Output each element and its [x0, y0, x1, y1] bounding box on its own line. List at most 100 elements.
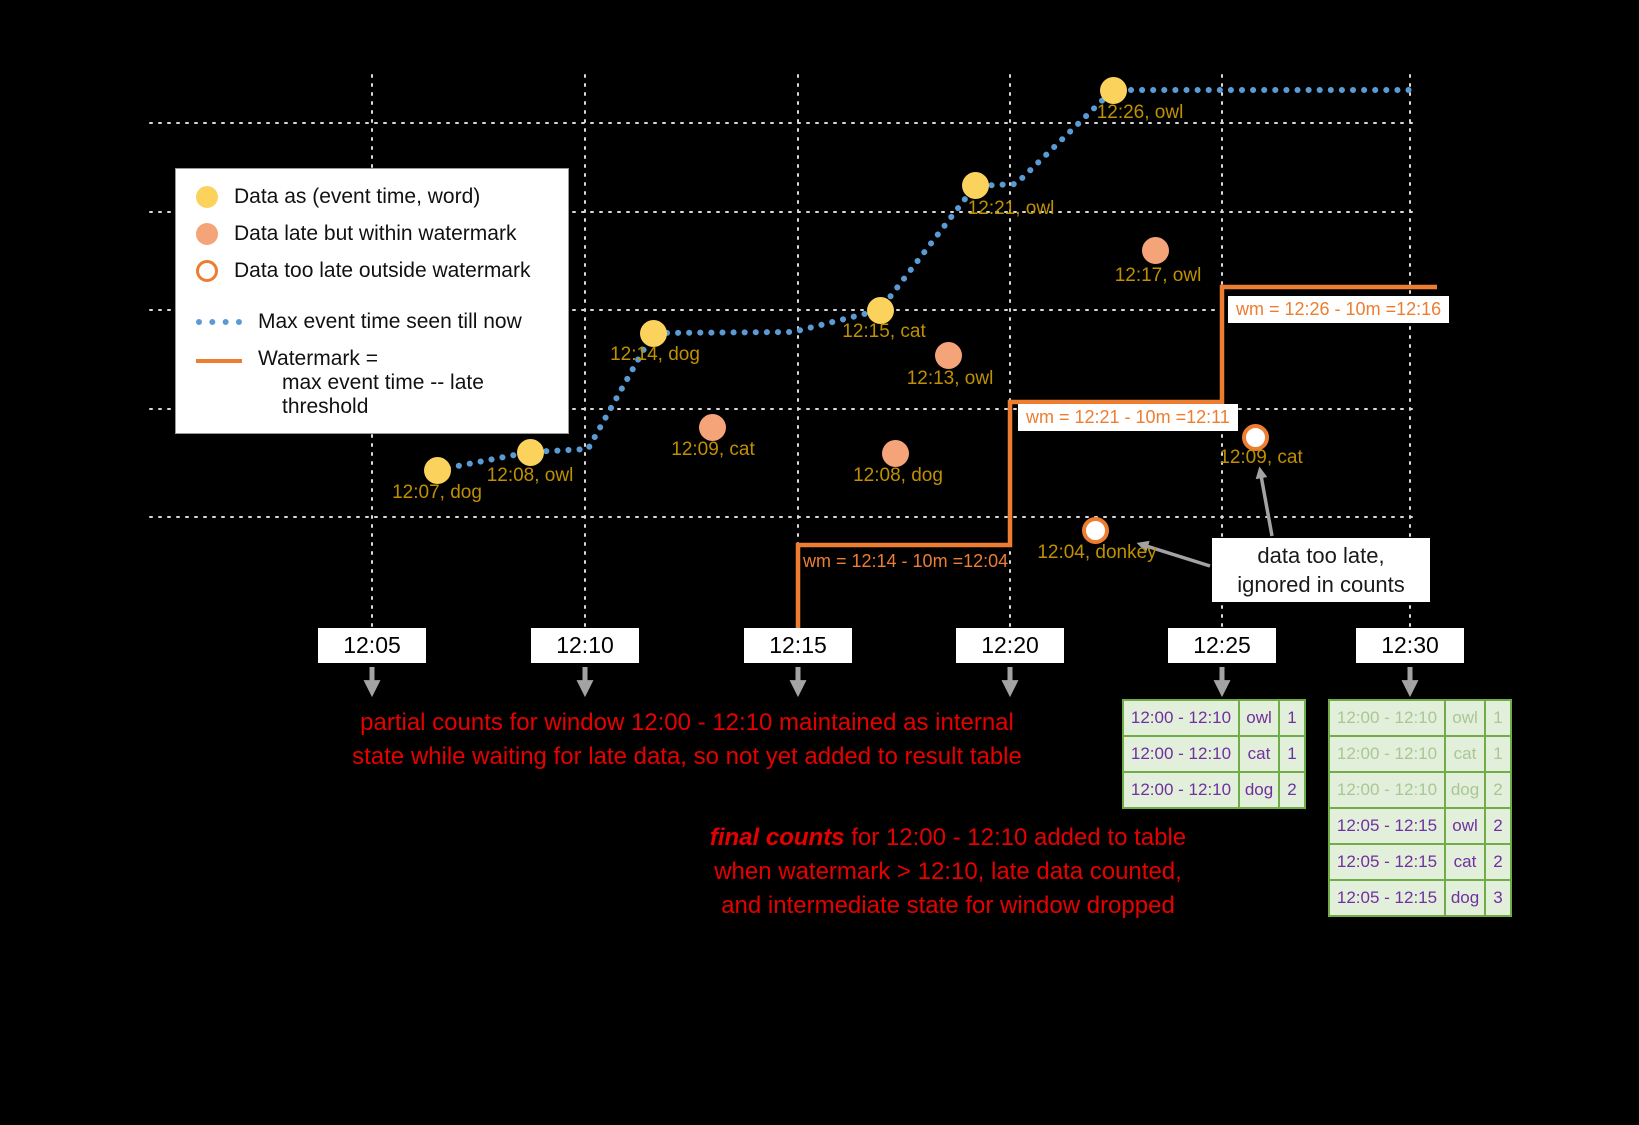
annotation-line: partial counts for window 12:00 - 12:10 …	[360, 709, 1014, 736]
table-cell: 12:00 - 12:10	[1330, 701, 1444, 735]
annotation-emphasis: final counts	[709, 824, 845, 851]
table-cell: 1	[1486, 701, 1510, 735]
table-cell: dog	[1446, 881, 1484, 915]
too-late-pointer-arrows	[1136, 466, 1274, 568]
point-label: 12:13, owl	[906, 368, 994, 389]
watermark-line	[795, 284, 1437, 633]
table-row: 12:00 - 12:10 dog 2	[1330, 773, 1510, 807]
point-label: 12:17, owl	[1114, 265, 1202, 286]
table-cell: 1	[1486, 737, 1510, 771]
watermark-value-label: wm = 12:26 - 10m =12:16	[1228, 296, 1450, 323]
table-row: 12:00 - 12:10 owl 1	[1124, 701, 1304, 735]
late-dot-icon	[196, 223, 218, 245]
axis-tick-12-15: 12:15	[744, 628, 852, 663]
table-row: 12:00 - 12:10 cat 1	[1124, 737, 1304, 771]
late-point	[882, 440, 909, 467]
point-label: 12:07, dog	[392, 482, 482, 503]
table-cell: owl	[1446, 701, 1484, 735]
watermark-value-label: wm = 12:14 - 10m =12:04	[803, 551, 1009, 571]
on-time-point	[1100, 77, 1127, 104]
table-row: 12:05 - 12:15 cat 2	[1330, 845, 1510, 879]
axis-tick-12-30: 12:30	[1356, 628, 1464, 663]
table-cell: 2	[1280, 773, 1304, 807]
late-point	[1142, 237, 1169, 264]
watermark-value-label: wm = 12:21 - 10m =12:11	[1018, 404, 1238, 431]
too-late-dot-icon	[196, 260, 218, 282]
table-cell: 1	[1280, 737, 1304, 771]
table-cell: 2	[1486, 809, 1510, 843]
legend-label: Data late but within watermark	[234, 222, 517, 245]
axis-arrows	[363, 667, 1419, 698]
legend-spacer	[196, 296, 550, 310]
on-time-dot-icon	[196, 186, 218, 208]
point-label: 12:26, owl	[1096, 102, 1184, 123]
legend-label: Data too late outside watermark	[234, 259, 531, 282]
legend-item-late: Data late but within watermark	[196, 222, 550, 246]
annotation-line: and intermediate state for window droppe…	[721, 892, 1175, 919]
table-row: 12:00 - 12:10 cat 1	[1330, 737, 1510, 771]
annotation-line: when watermark > 12:10, late data counte…	[714, 858, 1182, 885]
final-counts-annotation: final counts for 12:00 - 12:10 added to …	[688, 821, 1208, 923]
too-late-callout: data too late, ignored in counts	[1212, 538, 1430, 602]
point-label: 12:04, donkey	[1037, 542, 1157, 563]
on-time-point	[424, 457, 451, 484]
table-row: 12:00 - 12:10 dog 2	[1124, 773, 1304, 807]
point-label: 12:09, cat	[671, 439, 755, 460]
table-cell: owl	[1446, 809, 1484, 843]
point-label: 12:08, owl	[486, 465, 574, 486]
too-late-point	[1082, 517, 1109, 544]
on-time-point	[962, 172, 989, 199]
axis-tick-12-05: 12:05	[318, 628, 426, 663]
table-cell: 12:05 - 12:15	[1330, 881, 1444, 915]
legend-label: Data as (event time, word)	[234, 185, 481, 208]
on-time-point	[517, 439, 544, 466]
partial-counts-annotation: partial counts for window 12:00 - 12:10 …	[287, 706, 1087, 774]
table-row: 12:00 - 12:10 owl 1	[1330, 701, 1510, 735]
too-late-point	[1242, 424, 1269, 451]
table-cell: owl	[1240, 701, 1278, 735]
table-cell: cat	[1446, 737, 1484, 771]
on-time-point	[640, 320, 667, 347]
result-table-12-30: 12:00 - 12:10 owl 1 12:00 - 12:10 cat 1 …	[1328, 699, 1512, 917]
point-label: 12:15, cat	[842, 321, 926, 342]
table-cell: 12:00 - 12:10	[1330, 773, 1444, 807]
solid-line-icon	[196, 359, 242, 363]
table-cell: 2	[1486, 845, 1510, 879]
axis-tick-12-10: 12:10	[531, 628, 639, 663]
point-label: 12:14, dog	[610, 344, 700, 365]
legend-item-max-event-line: Max event time seen till now	[196, 310, 550, 334]
on-time-point	[867, 297, 894, 324]
table-cell: cat	[1240, 737, 1278, 771]
table-cell: 12:00 - 12:10	[1124, 773, 1238, 807]
point-label: 12:21, owl	[967, 198, 1055, 219]
late-point	[699, 414, 726, 441]
axis-tick-12-25: 12:25	[1168, 628, 1276, 663]
table-row: 12:05 - 12:15 dog 3	[1330, 881, 1510, 915]
max-event-time-line	[434, 87, 1417, 473]
axis-tick-12-20: 12:20	[956, 628, 1064, 663]
late-point	[935, 342, 962, 369]
table-cell: 12:05 - 12:15	[1330, 845, 1444, 879]
result-table-12-25: 12:00 - 12:10 owl 1 12:00 - 12:10 cat 1 …	[1122, 699, 1306, 809]
legend: Data as (event time, word) Data late but…	[175, 168, 569, 434]
table-cell: cat	[1446, 845, 1484, 879]
annotation-line: state while waiting for late data, so no…	[352, 743, 1022, 770]
legend-item-watermark-line: Watermark = max event time -- late thres…	[196, 347, 550, 419]
table-cell: 12:00 - 12:10	[1330, 737, 1444, 771]
table-row: 12:05 - 12:15 owl 2	[1330, 809, 1510, 843]
dotted-line-icon	[196, 319, 242, 325]
legend-item-on-time: Data as (event time, word)	[196, 185, 550, 209]
table-cell: 2	[1486, 773, 1510, 807]
legend-label: Max event time seen till now	[258, 310, 522, 333]
legend-label: Watermark =	[258, 347, 378, 370]
legend-item-too-late: Data too late outside watermark	[196, 259, 550, 283]
table-cell: dog	[1446, 773, 1484, 807]
table-cell: 1	[1280, 701, 1304, 735]
table-cell: 3	[1486, 881, 1510, 915]
table-cell: 12:05 - 12:15	[1330, 809, 1444, 843]
table-cell: 12:00 - 12:10	[1124, 701, 1238, 735]
point-label: 12:08, dog	[853, 465, 943, 486]
table-cell: 12:00 - 12:10	[1124, 737, 1238, 771]
legend-label: max event time -- late threshold	[282, 371, 484, 418]
